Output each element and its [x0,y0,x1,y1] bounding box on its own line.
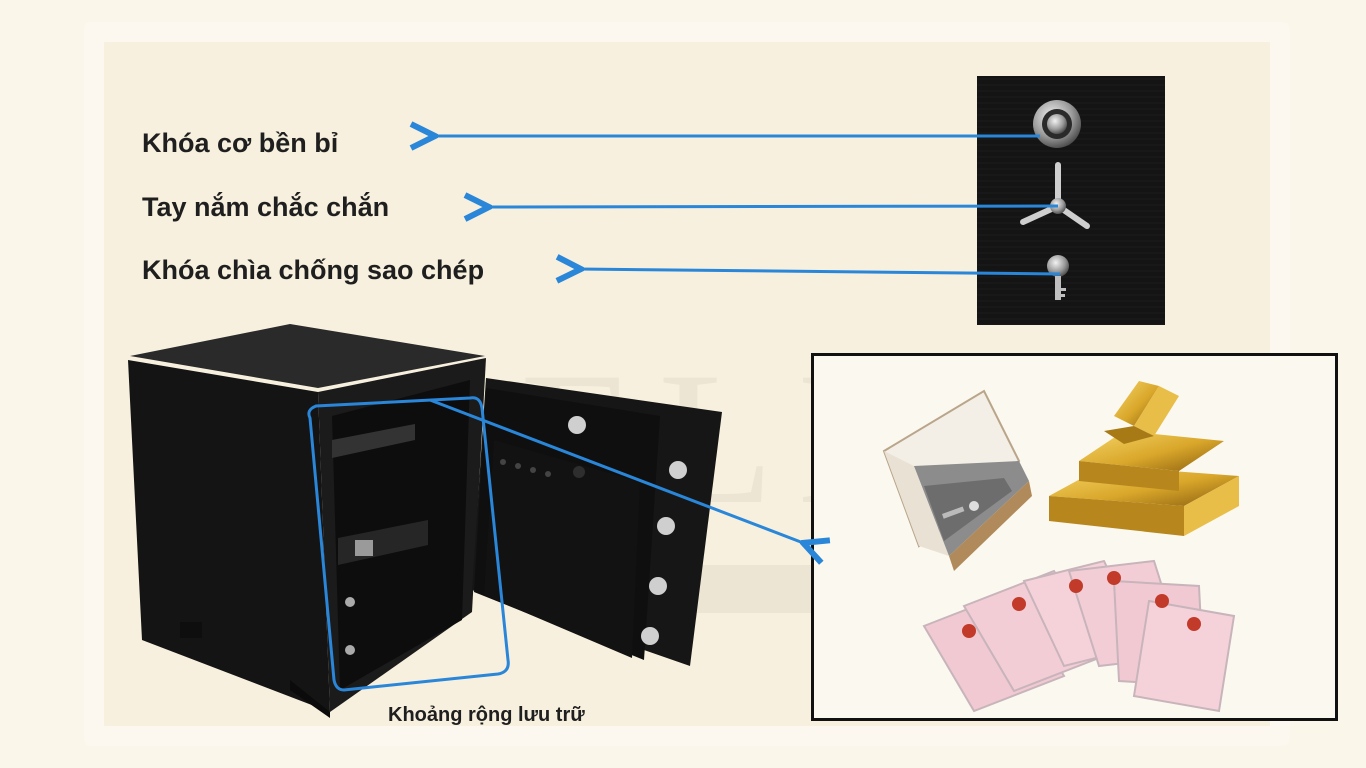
feature-label-key-lock: Khóa chìa chống sao chép [142,255,485,285]
feature-label-mechanical-lock: Khóa cơ bền bỉ [142,128,339,158]
key-lock-icon [1047,255,1069,300]
documents-icon [922,559,1236,713]
dial-lock-icon [1033,100,1081,148]
feature-label-handle: Tay nắm chắc chắn [142,192,390,222]
safe-door [472,378,722,666]
storage-highlight-outline [307,396,510,692]
door-closeup-drawing [977,76,1165,325]
gold-bars-icon [1049,381,1239,536]
arrow-key-lock [578,269,1061,274]
door-closeup-photo [977,76,1165,325]
storage-items-drawing [882,381,1239,713]
storage-items-photo [811,353,1338,721]
safe-body [128,324,486,718]
handle-icon [1020,162,1090,229]
book-safe-icon [882,389,1032,571]
arrow-handle [486,206,1059,207]
storage-caption: Khoảng rộng lưu trữ [388,704,585,726]
arrow-storage [429,398,806,544]
